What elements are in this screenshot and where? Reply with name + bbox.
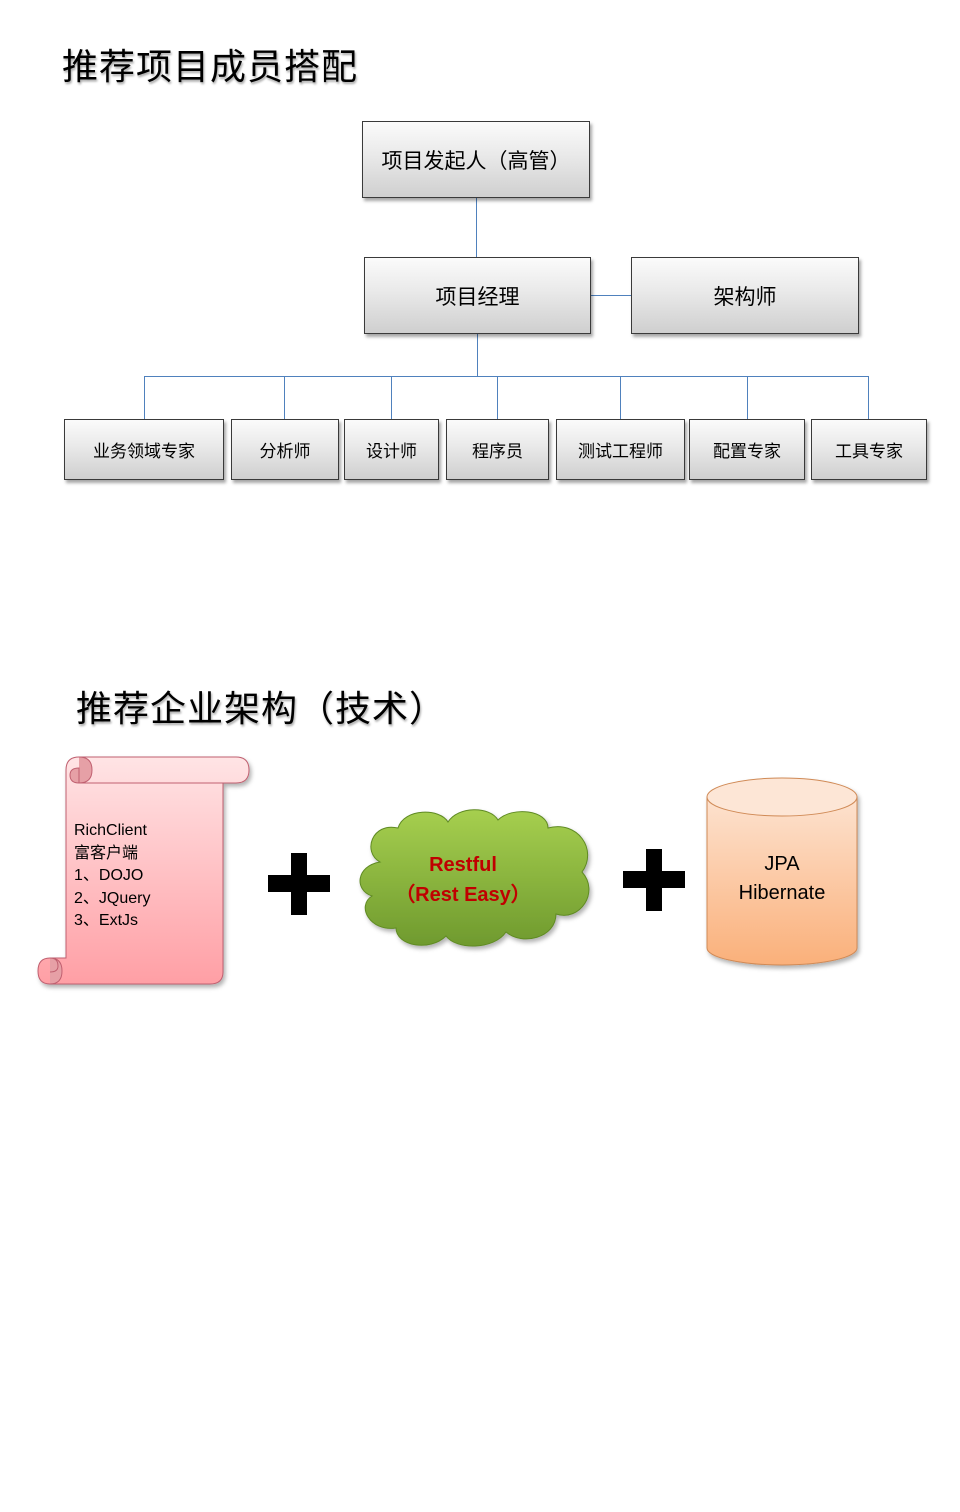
client-line: 2、JQuery [74, 889, 151, 907]
connector-drop-2 [284, 376, 285, 419]
client-scroll-shape [37, 756, 250, 985]
persistence-line: JPA [764, 853, 800, 875]
persistence-text: JPA Hibernate [707, 850, 857, 908]
connector-pm-architect [590, 295, 631, 296]
node-test-engineer: 测试工程师 [556, 419, 685, 480]
node-analyst: 分析师 [231, 419, 339, 480]
connector-drop-5 [620, 376, 621, 419]
node-business-domain-expert: 业务领域专家 [64, 419, 224, 480]
service-cloud-shape [359, 809, 590, 947]
connector-sponsor-pm [476, 197, 477, 258]
plus-icon [268, 853, 330, 915]
service-line: （Rest Easy） [395, 884, 531, 906]
node-project-sponsor: 项目发起人（高管） [362, 121, 590, 198]
connector-horizontal-bus [144, 376, 869, 377]
client-line: 富客户端 [74, 844, 139, 862]
section-title-team: 推荐项目成员搭配 [62, 47, 359, 88]
node-designer: 设计师 [344, 419, 439, 480]
connector-drop-7 [868, 376, 869, 419]
persistence-cylinder-shape [706, 777, 858, 966]
client-line: RichClient [74, 822, 147, 839]
client-line: 1、DOJO [74, 867, 144, 884]
node-configuration-expert: 配置专家 [689, 419, 805, 480]
connector-drop-3 [391, 376, 392, 419]
plus-icon [623, 849, 685, 911]
node-project-manager: 项目经理 [364, 257, 591, 334]
node-programmer: 程序员 [446, 419, 549, 480]
persistence-line: Hibernate [738, 882, 826, 904]
connector-pm-down [477, 333, 478, 376]
connector-drop-1 [144, 376, 145, 419]
client-line: 3、ExtJs [74, 912, 139, 929]
node-tool-expert: 工具专家 [811, 419, 927, 480]
service-line: Restful [429, 854, 497, 876]
connector-drop-6 [747, 376, 748, 419]
connector-drop-4 [497, 376, 498, 419]
service-text: Restful （Rest Easy） [362, 850, 564, 910]
section-title-architecture: 推荐企业架构（技术） [76, 689, 447, 730]
client-text: RichClient 富客户端 1、DOJO 2、JQuery 3、ExtJs [74, 820, 150, 933]
node-architect: 架构师 [631, 257, 859, 334]
